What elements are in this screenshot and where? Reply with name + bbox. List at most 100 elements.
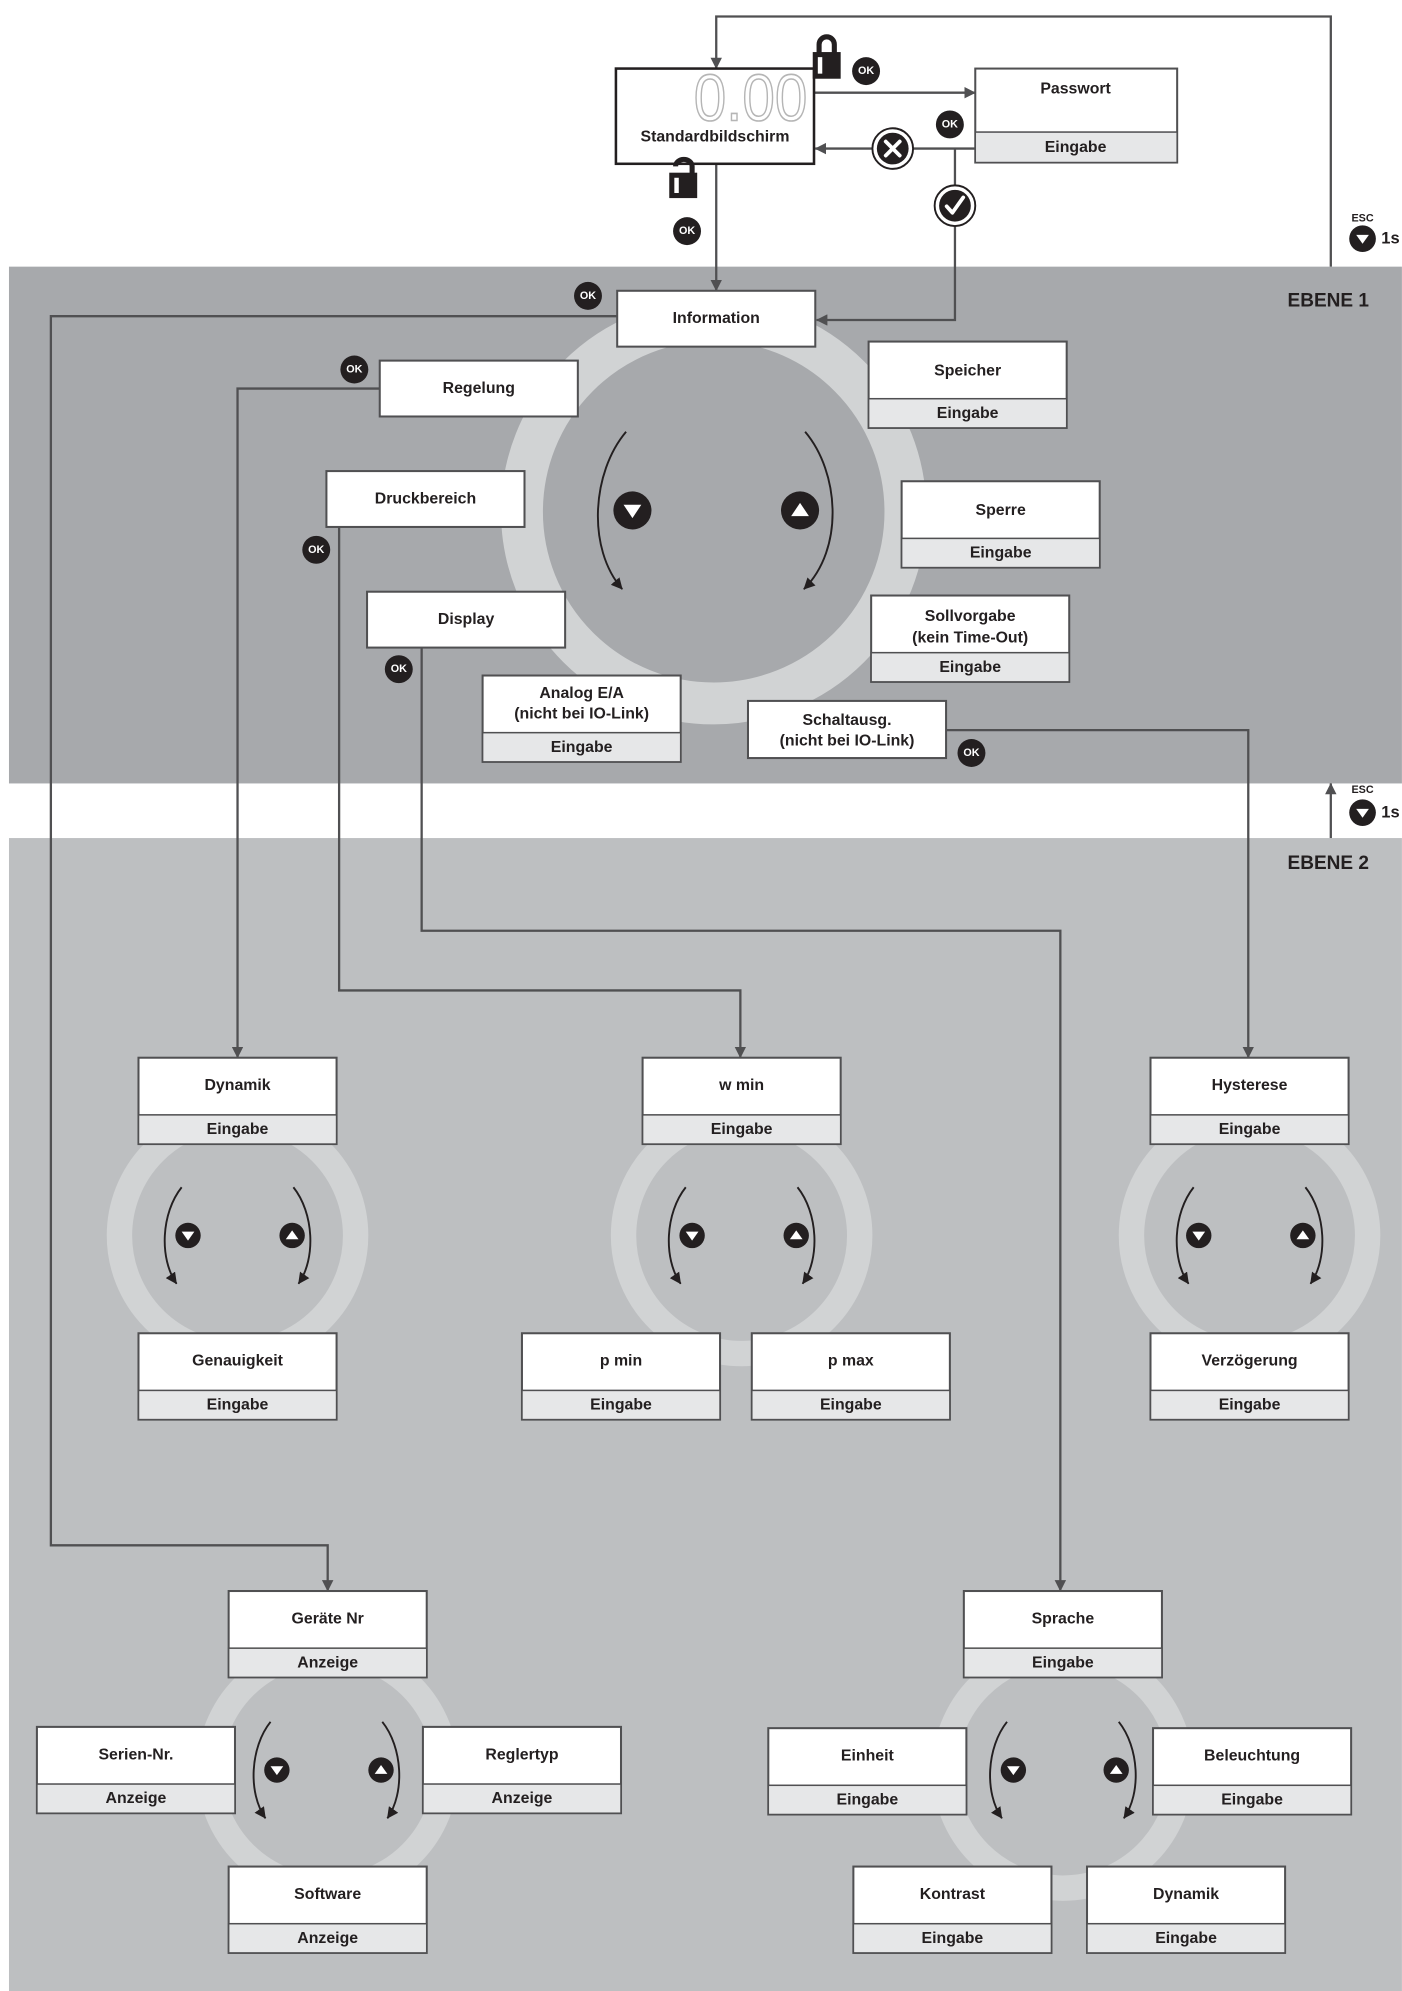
esc-hold-time: 1s bbox=[1381, 804, 1399, 822]
item-action: Eingabe bbox=[820, 1397, 882, 1414]
item-title: Information bbox=[673, 310, 760, 327]
ok-key-icon: OK bbox=[302, 535, 331, 564]
ok-key-icon: OK bbox=[852, 57, 881, 86]
item-action-strip bbox=[1152, 1784, 1352, 1816]
item-title: Serien-Nr. bbox=[98, 1746, 173, 1763]
menu-item-dynamik-regelung: Dynamik Eingabe bbox=[137, 1056, 338, 1146]
item-action: Eingabe bbox=[970, 544, 1032, 561]
item-title: Passwort bbox=[1040, 80, 1111, 97]
item-title: Reglertyp bbox=[485, 1746, 558, 1763]
up-key-icon bbox=[1290, 1222, 1316, 1249]
menu-item-p-min: p min Eingabe bbox=[520, 1332, 722, 1421]
item-action-strip bbox=[751, 1389, 951, 1421]
item-action: Anzeige bbox=[297, 1654, 358, 1671]
item-action-strip bbox=[137, 1114, 338, 1145]
item-frame bbox=[614, 67, 816, 166]
down-key-icon bbox=[1000, 1757, 1027, 1783]
menu-item-einheit: Einheit Eingabe bbox=[767, 1727, 968, 1816]
item-action-strip bbox=[974, 131, 1178, 164]
scroll-down-arrow bbox=[163, 1186, 183, 1285]
item-title: Display bbox=[438, 611, 495, 628]
item-title: Dynamik bbox=[204, 1077, 270, 1094]
scroll-up-arrow bbox=[381, 1721, 401, 1819]
menu-item-w-min: w min Eingabe bbox=[641, 1056, 842, 1146]
scroll-down-arrow bbox=[1175, 1186, 1195, 1285]
menu-item-speicher: Speicher Eingabe bbox=[867, 340, 1068, 429]
item-action: Eingabe bbox=[836, 1791, 898, 1808]
lock-closed-icon bbox=[812, 34, 841, 79]
esc-label: ESC bbox=[1351, 784, 1373, 796]
item-action-strip bbox=[870, 651, 1070, 683]
level2-label: EBENE 2 bbox=[1288, 853, 1369, 874]
menu-item-analog: Analog E/A (nicht bei IO-Link) Eingabe bbox=[481, 674, 682, 763]
down-key-icon bbox=[264, 1757, 290, 1783]
menu-item-hysterese: Hysterese Eingabe bbox=[1149, 1056, 1350, 1146]
ok-key-icon: OK bbox=[935, 110, 964, 139]
item-frame bbox=[746, 699, 948, 760]
item-title: Einheit bbox=[841, 1748, 895, 1765]
down-key-icon bbox=[1349, 799, 1376, 826]
esc-hold-control: ESC 1s bbox=[1349, 784, 1400, 826]
item-frame bbox=[325, 470, 526, 528]
item-action: Eingabe bbox=[1155, 1930, 1217, 1947]
scroll-up-arrow bbox=[1118, 1721, 1137, 1819]
information-navigation-ring bbox=[196, 1639, 459, 1901]
ok-key-icon: OK bbox=[574, 281, 602, 310]
schaltausgang-navigation-ring bbox=[1118, 1104, 1381, 1367]
schaltausgang-to-hysterese-line bbox=[946, 728, 1254, 1059]
item-action-strip bbox=[36, 1783, 236, 1814]
item-title: Genauigkeit bbox=[192, 1353, 283, 1370]
menu-item-kontrast: Kontrast Eingabe bbox=[852, 1865, 1053, 1954]
menu-item-serien-nr: Serien-Nr. Anzeige bbox=[35, 1725, 237, 1815]
item-title: Sprache bbox=[1032, 1610, 1095, 1627]
item-action: Eingabe bbox=[551, 739, 613, 756]
menu-item-sperre: Sperre Eingabe bbox=[900, 480, 1101, 569]
item-subtitle: (kein Time-Out) bbox=[912, 630, 1028, 647]
esc-return-line bbox=[710, 15, 1332, 267]
item-title: Dynamik bbox=[1153, 1886, 1219, 1903]
level1-navigation-ring bbox=[501, 299, 927, 725]
druckbereich-to-wmin-line bbox=[337, 526, 747, 1059]
item-action: Eingabe bbox=[1219, 1121, 1281, 1138]
item-title: Sperre bbox=[976, 502, 1026, 519]
item-title: Analog E/A bbox=[539, 685, 624, 702]
information-to-geraete-line bbox=[49, 315, 618, 1592]
regelung-to-dynamik-line bbox=[231, 387, 380, 1059]
druckbereich-navigation-ring bbox=[610, 1104, 873, 1367]
ok-label: OK bbox=[580, 290, 596, 302]
regelung-navigation-ring bbox=[106, 1104, 369, 1367]
display-navigation-ring bbox=[932, 1639, 1194, 1901]
ok-label: OK bbox=[679, 225, 695, 237]
item-action: Eingabe bbox=[590, 1397, 652, 1414]
standard-screen-label: Standardbildschirm bbox=[640, 129, 789, 146]
lock-open-icon bbox=[669, 156, 698, 199]
item-action-strip bbox=[867, 397, 1068, 429]
item-action-strip bbox=[963, 1647, 1163, 1679]
scroll-down-arrow bbox=[252, 1721, 272, 1819]
item-action-strip bbox=[1149, 1114, 1350, 1145]
item-action: Eingabe bbox=[1032, 1654, 1094, 1671]
display-to-sprache-line bbox=[420, 647, 1067, 1592]
item-title: p min bbox=[600, 1353, 642, 1370]
standard-screen-box: 0.00 Standardbildschirm bbox=[614, 62, 816, 166]
item-action-strip bbox=[1149, 1389, 1350, 1421]
down-key-icon bbox=[679, 1222, 705, 1249]
up-key-icon bbox=[783, 1222, 809, 1249]
scroll-up-arrow bbox=[796, 1186, 816, 1285]
ok-label: OK bbox=[391, 663, 407, 675]
down-key-icon bbox=[613, 491, 652, 530]
ok-label: OK bbox=[308, 544, 324, 556]
ok-label: OK bbox=[858, 65, 874, 77]
item-title: Geräte Nr bbox=[292, 1610, 364, 1627]
item-action: Anzeige bbox=[106, 1790, 167, 1807]
menu-item-geraete-nr: Geräte Nr Anzeige bbox=[227, 1590, 428, 1679]
menu-item-software: Software Anzeige bbox=[227, 1865, 428, 1954]
item-action: Eingabe bbox=[1045, 139, 1107, 156]
esc-label: ESC bbox=[1351, 212, 1373, 224]
menu-item-reglertyp: Reglertyp Anzeige bbox=[421, 1725, 623, 1815]
item-action: Eingabe bbox=[1221, 1791, 1283, 1808]
menu-item-druckbereich: Druckbereich bbox=[325, 470, 526, 528]
item-title: Beleuchtung bbox=[1204, 1748, 1300, 1765]
item-action-strip bbox=[227, 1647, 428, 1679]
menu-item-genauigkeit: Genauigkeit Eingabe bbox=[137, 1332, 338, 1421]
